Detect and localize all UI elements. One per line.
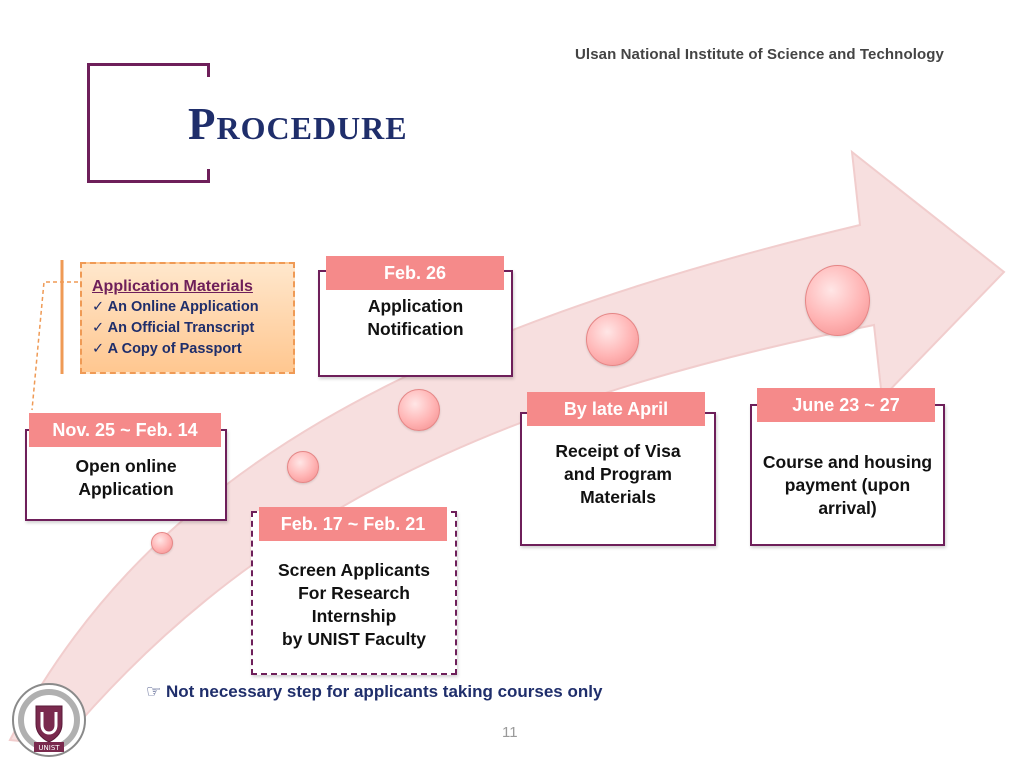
title-bracket — [87, 63, 209, 183]
step-text: Course and housing payment (upon arrival… — [762, 452, 933, 518]
materials-item: ✓ An Online Application — [92, 299, 259, 315]
step-date-label: Feb. 26 — [326, 256, 504, 290]
step-date-label: Nov. 25 ~ Feb. 14 — [29, 413, 221, 447]
step-date-label: June 23 ~ 27 — [757, 388, 935, 422]
timeline-dot — [586, 313, 639, 366]
materials-item: ✓ An Official Transcript — [92, 320, 255, 336]
step-box-course-payment: Course and housing payment (upon arrival… — [750, 404, 945, 546]
title-bracket-tick — [207, 169, 210, 183]
materials-connector — [31, 260, 78, 411]
title-bracket-tick — [207, 63, 210, 77]
application-materials-box: Application Materials ✓ An Online Applic… — [80, 262, 295, 374]
institute-name: Ulsan National Institute of Science and … — [575, 46, 944, 63]
logo-caption: UNIST — [38, 744, 60, 752]
timeline-dot — [805, 265, 870, 336]
step-text: Receipt of Visa and Program Materials — [555, 441, 681, 507]
step-date-label: Feb. 17 ~ Feb. 21 — [259, 507, 447, 541]
timeline-dot — [398, 389, 440, 431]
step-text: Application Notification — [367, 296, 464, 339]
materials-heading: Application Materials — [92, 278, 253, 295]
materials-item: ✓ A Copy of Passport — [92, 341, 242, 357]
footnote: ☞ Not necessary step for applicants taki… — [146, 682, 603, 701]
page-title: Procedure — [188, 99, 408, 149]
timeline-dot — [287, 451, 319, 483]
step-text: Screen Applicants For Research Internshi… — [277, 560, 431, 649]
step-text: Open online Application — [75, 456, 177, 499]
timeline-dot — [151, 532, 173, 554]
page-number: 11 — [502, 724, 518, 741]
step-box-visa-receipt: Receipt of Visa and Program Materials — [520, 412, 716, 546]
unist-emblem-icon: UNIST — [12, 683, 86, 757]
step-date-label: By late April — [527, 392, 705, 426]
